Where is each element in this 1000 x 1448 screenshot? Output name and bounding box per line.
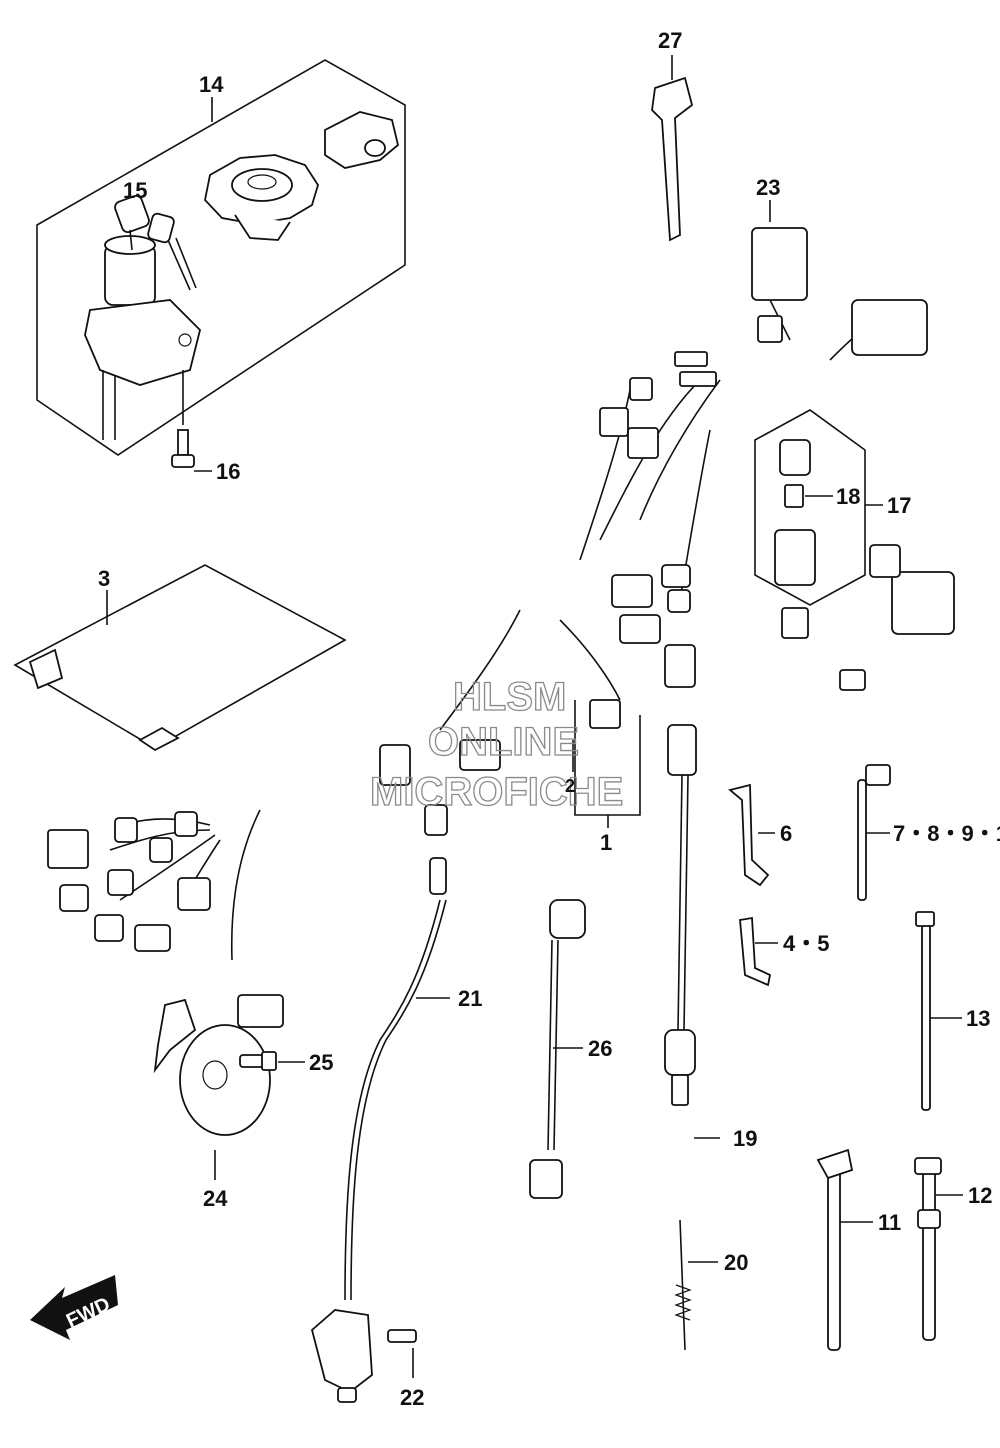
callout-27: 27 — [658, 28, 682, 53]
ignition-set-box — [36, 59, 406, 456]
watermark-line-2: ONLINE — [428, 720, 579, 764]
callout-15: 15 — [123, 178, 147, 203]
horn-lead — [237, 994, 284, 1028]
clamp-4-5[interactable] — [739, 916, 778, 987]
callout-1: 1 — [600, 830, 612, 855]
relay-23[interactable] — [751, 200, 808, 301]
sensor-26[interactable] — [529, 899, 586, 1199]
callout-labels: 1 2 3 4・5 6 7・8・9・10 11 12 13 14 15 16 1… — [98, 28, 1000, 1410]
callout-17: 17 — [887, 493, 911, 518]
spring-pin-20[interactable] — [674, 1219, 718, 1351]
screw-22[interactable] — [387, 1329, 417, 1378]
callout-7-8-9-10: 7・8・9・10 — [893, 821, 1000, 846]
callout-25: 25 — [309, 1050, 333, 1075]
callout-11: 11 — [878, 1210, 901, 1235]
screw-16[interactable] — [171, 370, 212, 472]
callout-26: 26 — [588, 1036, 612, 1061]
callout-22: 22 — [400, 1385, 424, 1410]
main-wiring-harness[interactable] — [109, 299, 893, 961]
relay-fuse-group — [754, 409, 883, 606]
callout-14: 14 — [199, 72, 224, 97]
seat-lock-cylinder[interactable] — [324, 111, 400, 169]
callout-16: 16 — [216, 459, 240, 484]
callout-1-2-leaders — [572, 700, 641, 828]
watermark-line-1: HLSM — [453, 675, 566, 719]
callout-3: 3 — [98, 566, 110, 591]
callout-18: 18 — [836, 484, 860, 509]
callout-20: 20 — [724, 1250, 748, 1275]
tie-11[interactable] — [816, 1148, 873, 1351]
callout-6: 6 — [780, 821, 792, 846]
callout-12: 12 — [968, 1183, 992, 1208]
fuel-cap-lock[interactable] — [204, 154, 319, 241]
harness-connectors — [47, 299, 955, 952]
callout-23: 23 — [756, 175, 780, 200]
fwd-arrow: FWD — [30, 1275, 118, 1340]
callout-24: 24 — [203, 1186, 228, 1211]
cable-21[interactable] — [344, 857, 450, 1301]
bolt-25[interactable] — [239, 1051, 305, 1071]
tie-12[interactable] — [914, 1157, 963, 1341]
callout-4-5: 4・5 — [783, 931, 829, 956]
band-7-8-9-10[interactable] — [857, 764, 891, 901]
ignition-switch[interactable] — [84, 194, 201, 440]
key-blank-27[interactable] — [651, 55, 694, 242]
callout-21: 21 — [458, 986, 482, 1011]
switch-19[interactable] — [664, 724, 720, 1139]
clip-6[interactable] — [728, 783, 775, 887]
watermark-line-3: MICROFICHE — [370, 770, 623, 814]
callout-13: 13 — [966, 1006, 990, 1031]
watermark: HLSM ONLINE MICROFICHE — [369, 674, 624, 814]
callout-19: 19 — [733, 1126, 757, 1151]
owners-manual[interactable] — [13, 564, 347, 752]
tie-13[interactable] — [915, 911, 962, 1111]
horn-24[interactable] — [153, 998, 271, 1180]
switch-unit[interactable] — [310, 1309, 373, 1403]
callout-2: 2 — [565, 776, 575, 796]
